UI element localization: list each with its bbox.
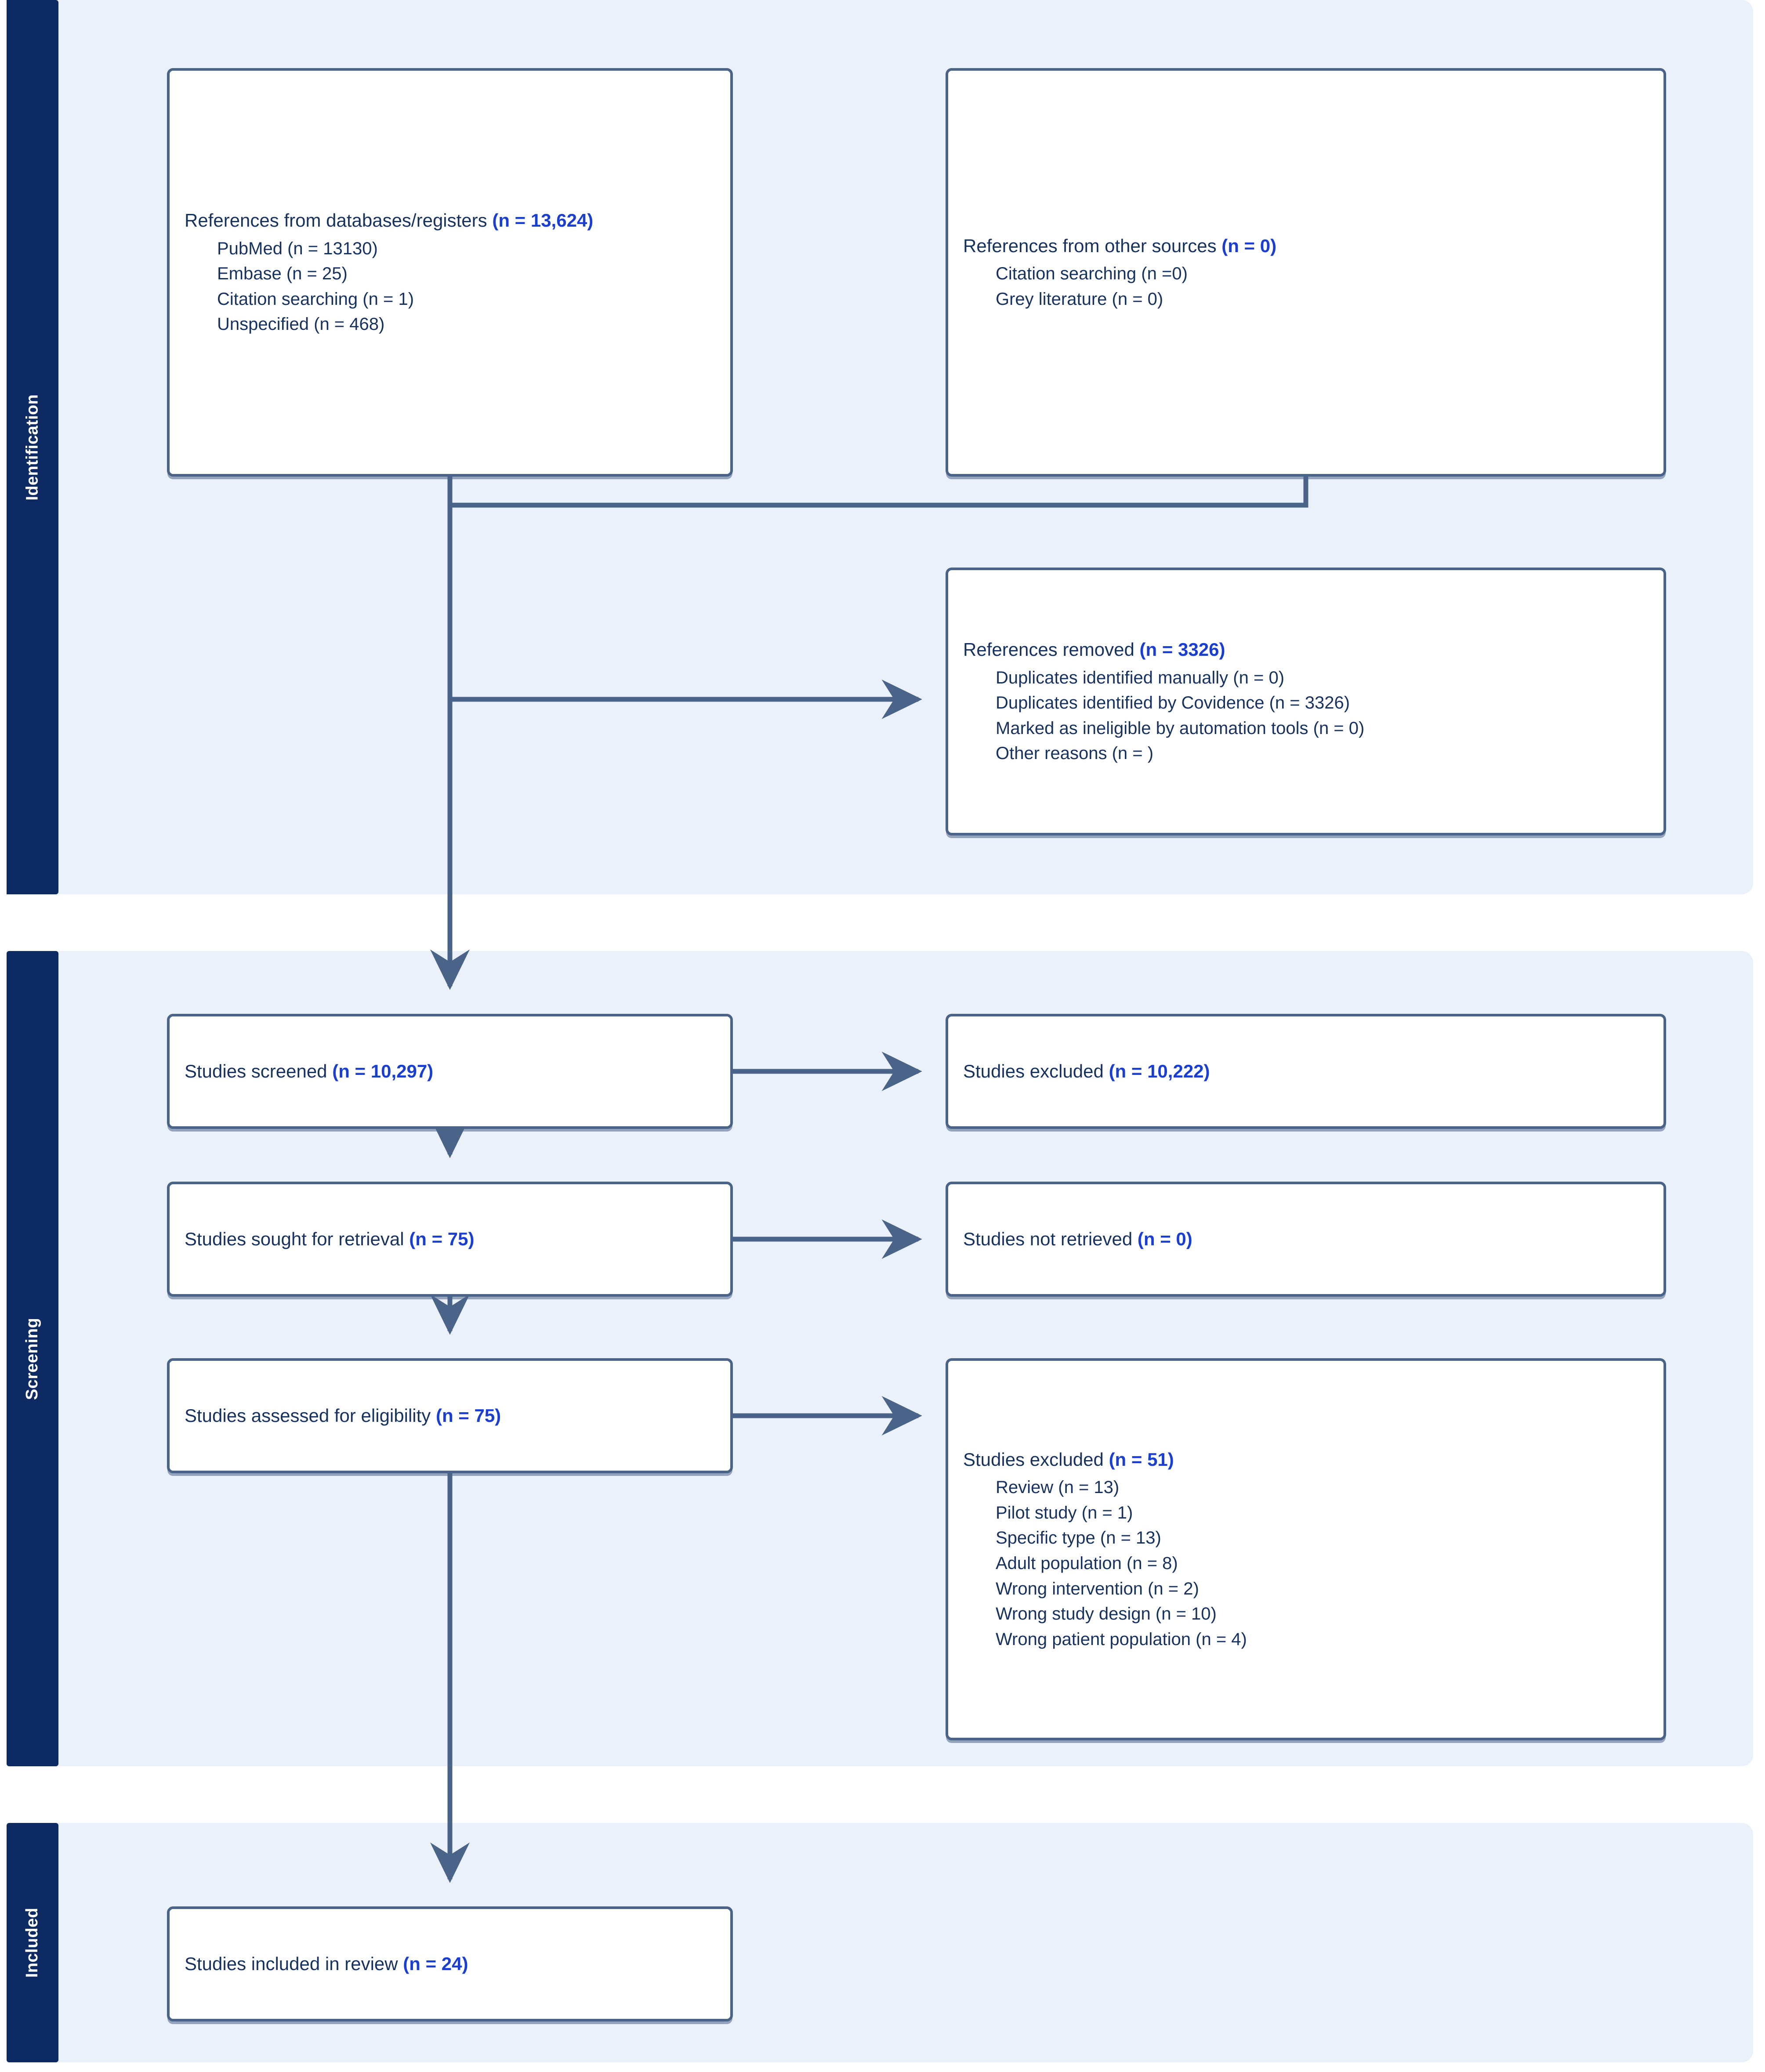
list-item: Embase (n = 25) [217,264,348,284]
box-studies-excluded-eligibility: Studies excluded (n = 51) Review (n = 13… [946,1358,1666,1740]
box-item-list: Review (n = 13) Pilot study (n = 1) Spec… [963,1475,1649,1652]
box-studies-not-retrieved: Studies not retrieved (n = 0) [946,1182,1666,1297]
box-header-text: Studies sought for retrieval [185,1229,410,1250]
box-header-text: References removed [963,639,1140,660]
box-header: References removed (n = 3326) [963,636,1649,663]
list-item: Grey literature (n = 0) [996,289,1163,309]
box-header: References from databases/registers (n =… [185,207,715,234]
box-header: Studies excluded (n = 10,222) [963,1058,1649,1085]
box-header: Studies excluded (n = 51) [963,1446,1649,1473]
stage-tab-identification: Identification [7,0,58,894]
box-header-count: (n = 24) [403,1953,468,1974]
list-item: Wrong patient population (n = 4) [996,1629,1247,1649]
stage-label-included: Included [23,1907,42,1978]
box-studies-excluded-screening: Studies excluded (n = 10,222) [946,1014,1666,1129]
box-header-count: (n = 10,222) [1109,1061,1210,1082]
box-header: Studies assessed for eligibility (n = 75… [185,1403,715,1429]
box-studies-included-in-review: Studies included in review (n = 24) [167,1906,733,2021]
box-studies-screened: Studies screened (n = 10,297) [167,1014,733,1129]
list-item: Unspecified (n = 468) [217,315,385,334]
box-studies-sought-for-retrieval: Studies sought for retrieval (n = 75) [167,1182,733,1297]
list-item: Other reasons (n = ) [996,744,1154,763]
list-item: Duplicates identified by Covidence (n = … [996,693,1350,713]
box-header: Studies included in review (n = 24) [185,1951,715,1977]
box-header-text: References from other sources [963,235,1222,256]
box-header: Studies sought for retrieval (n = 75) [185,1226,715,1252]
box-header: Studies not retrieved (n = 0) [963,1226,1649,1252]
box-header-text: References from databases/registers [185,210,493,231]
box-references-removed: References removed (n = 3326) Duplicates… [946,568,1666,835]
list-item: Citation searching (n =0) [996,264,1188,284]
box-header-count: (n = 10,297) [332,1061,434,1082]
stage-tab-screening: Screening [7,951,58,1766]
list-item: Pilot study (n = 1) [996,1503,1133,1522]
box-header-count: (n = 75) [409,1229,475,1250]
stage-label-screening: Screening [23,1317,42,1400]
box-references-from-other-sources: References from other sources (n = 0) Ci… [946,68,1666,477]
box-item-list: Duplicates identified manually (n = 0) D… [963,665,1649,767]
list-item: Adult population (n = 8) [996,1554,1178,1573]
list-item: Wrong intervention (n = 2) [996,1579,1199,1598]
stage-tab-included: Included [7,1823,58,2062]
box-header: Studies screened (n = 10,297) [185,1058,715,1085]
box-header-count: (n = 75) [435,1405,501,1426]
box-header-count: (n = 0) [1137,1229,1192,1250]
box-header-text: Studies included in review [185,1953,403,1974]
list-item: Review (n = 13) [996,1478,1120,1497]
box-references-from-databases-registers: References from databases/registers (n =… [167,68,733,477]
list-item: Citation searching (n = 1) [217,289,414,309]
box-header-count: (n = 51) [1109,1449,1174,1470]
list-item: Wrong study design (n = 10) [996,1604,1217,1624]
box-item-list: PubMed (n = 13130) Embase (n = 25) Citat… [185,236,715,337]
box-header: References from other sources (n = 0) [963,233,1649,259]
box-header-text: Studies assessed for eligibility [185,1405,436,1426]
list-item: PubMed (n = 13130) [217,239,378,258]
stage-label-identification: Identification [23,394,42,501]
box-header-count: (n = 13,624) [492,210,594,231]
box-header-text: Studies screened [185,1061,333,1082]
box-header-count: (n = 3326) [1139,639,1225,660]
box-header-text: Studies not retrieved [963,1229,1138,1250]
box-header-count: (n = 0) [1221,235,1277,256]
list-item: Duplicates identified manually (n = 0) [996,668,1285,687]
box-header-text: Studies excluded [963,1449,1109,1470]
box-studies-assessed-for-eligibility: Studies assessed for eligibility (n = 75… [167,1358,733,1473]
box-item-list: Citation searching (n =0) Grey literatur… [963,261,1649,312]
list-item: Marked as ineligible by automation tools… [996,718,1365,738]
box-header-text: Studies excluded [963,1061,1109,1082]
list-item: Specific type (n = 13) [996,1528,1161,1548]
